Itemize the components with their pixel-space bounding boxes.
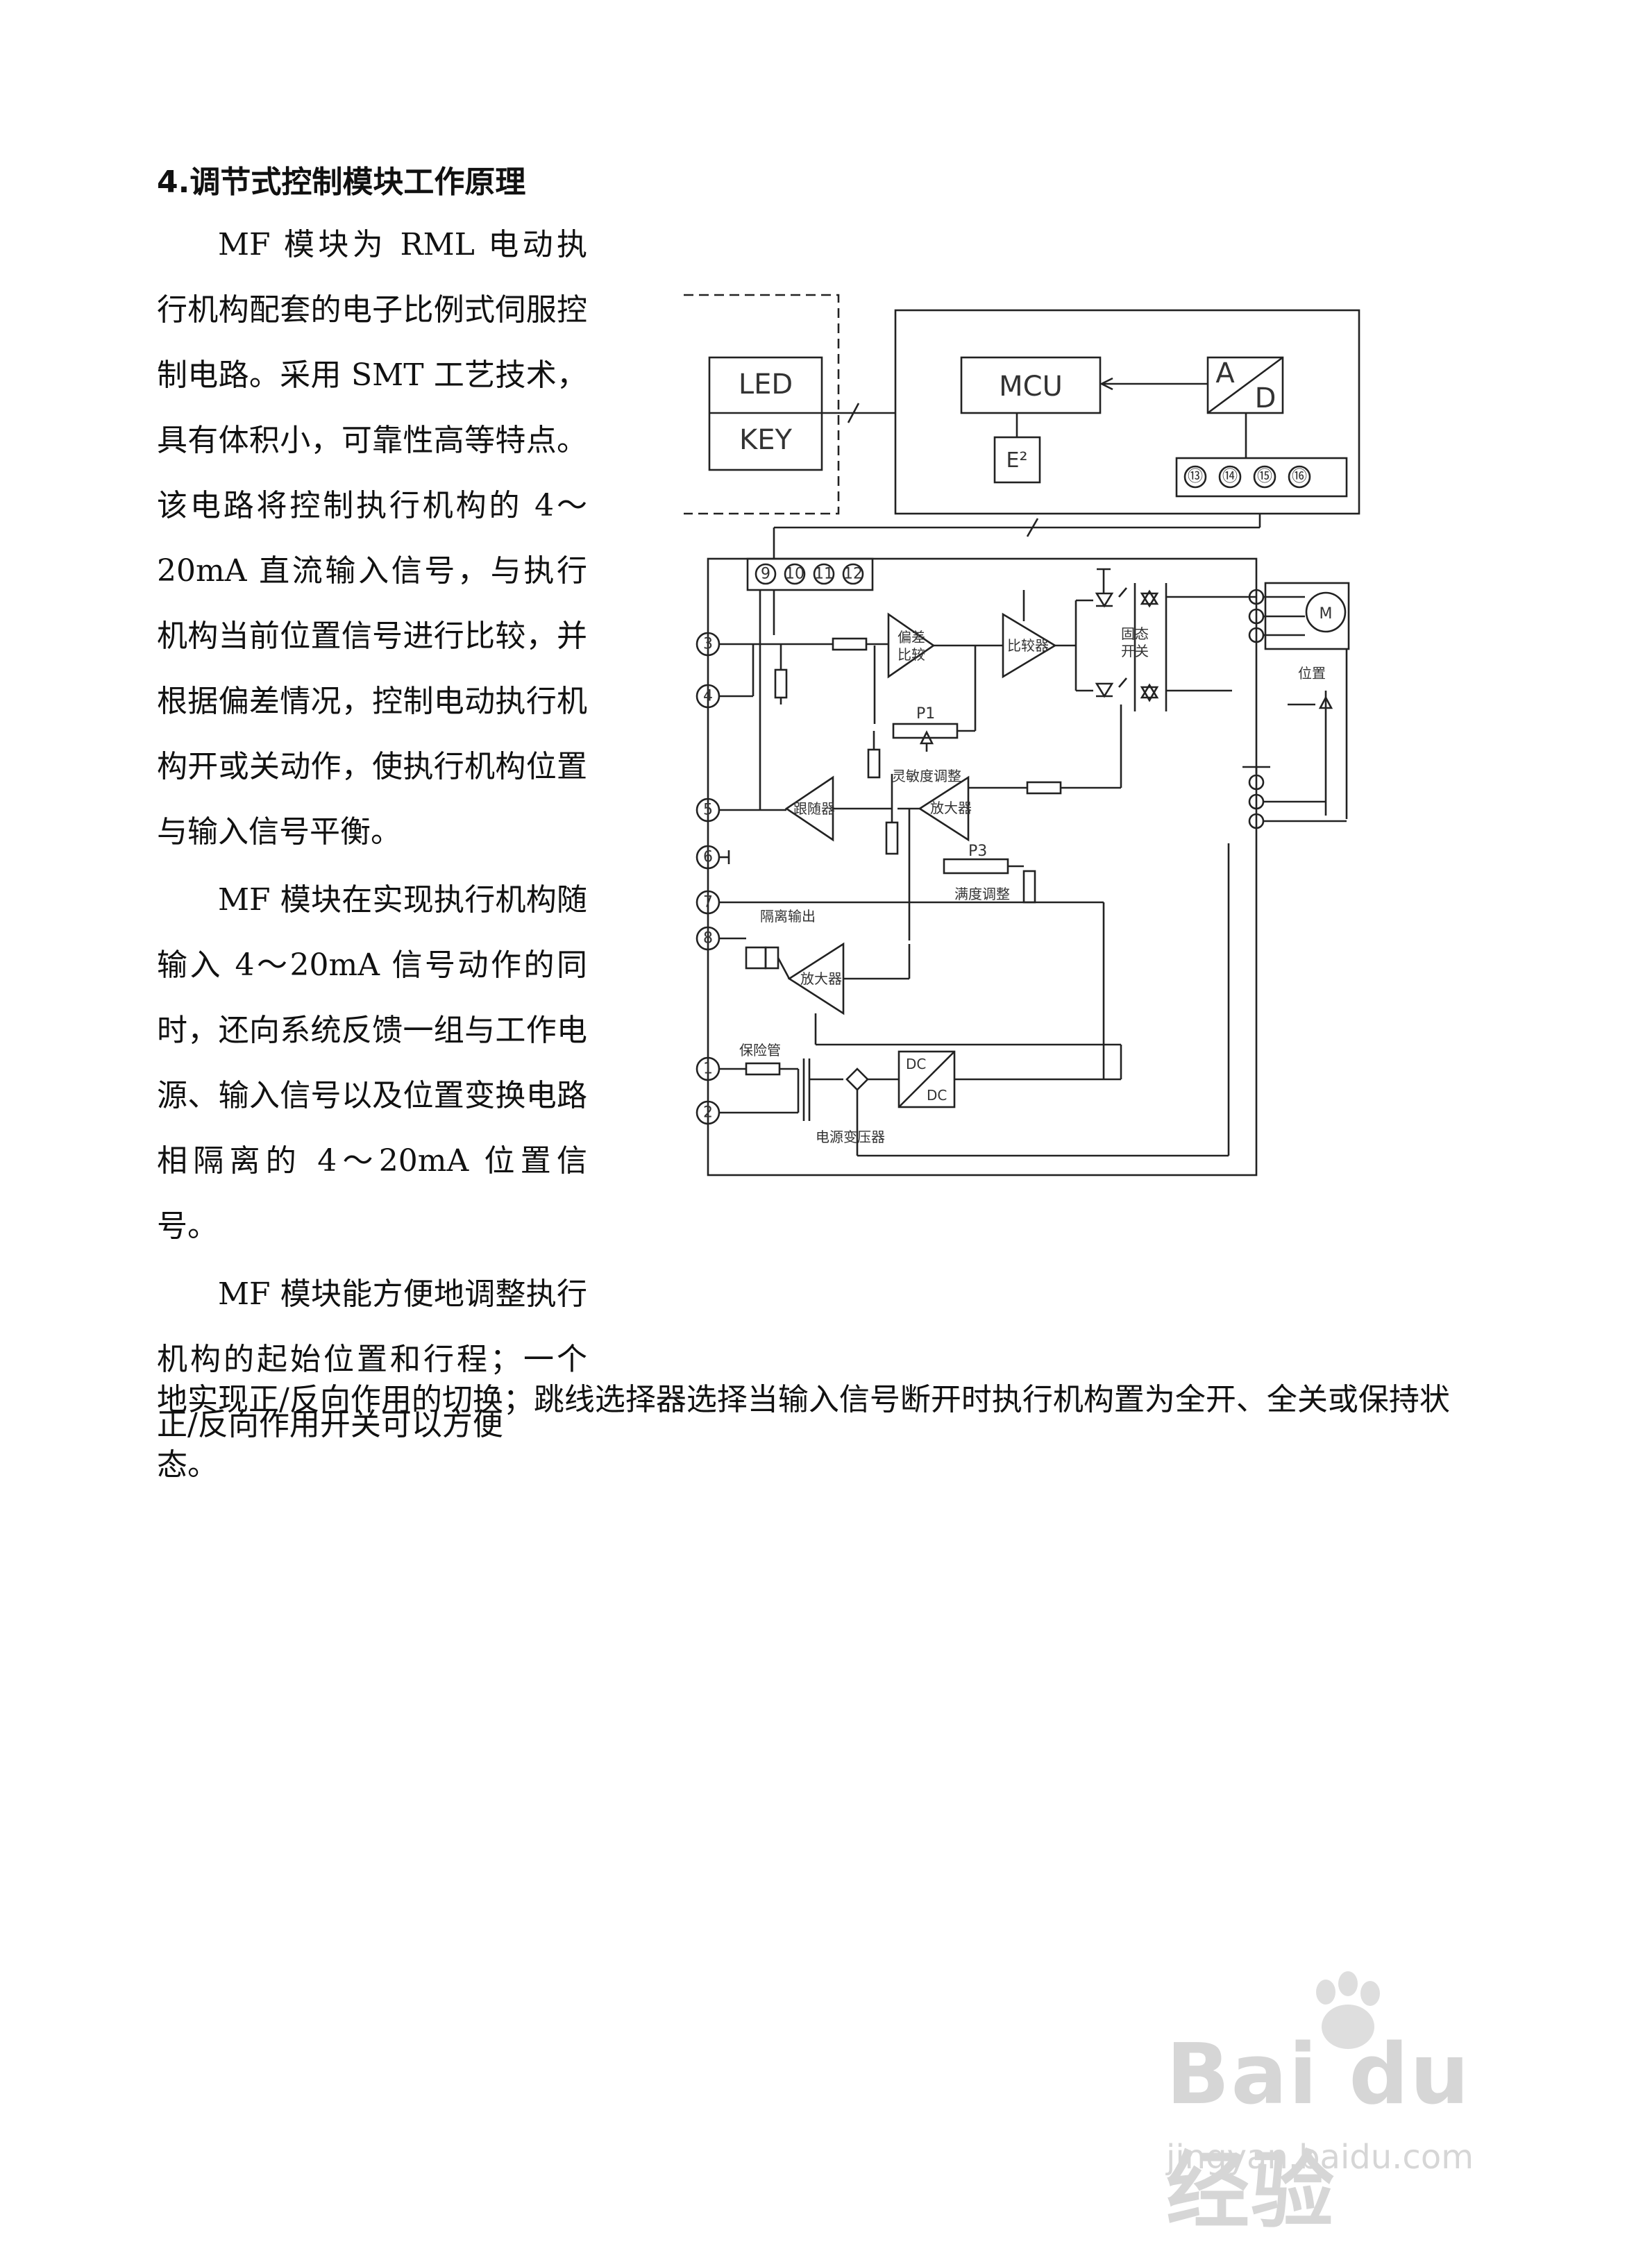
wrapped-text-column: MF 模块为 RML 电动执行机构配套的电子比例式伺服控制电路。采用 SMT 工… [157,212,587,1458]
motor-label: M [1320,605,1333,623]
pin-16: ⑯ [1292,469,1307,486]
fuse-label: 保险管 [739,1042,781,1058]
p1-label: P1 [916,705,935,723]
mcu-board [894,309,1360,515]
paragraph-3-start: MF 模块能方便地调整执行机构的起始位置和行程；一个正/反向作用开关可以方便 [157,1276,587,1442]
paw-logo-icon [1316,1971,1380,2049]
mid-pin-strip [746,557,874,591]
mcu-box [960,356,1102,414]
dc-label-2: DC [927,1087,947,1104]
comparator-label: 比较器 [1007,637,1049,654]
pin-3: 3 [703,636,713,653]
comparator [1002,612,1057,679]
baidu-watermark: Bai du 经验 jingyan.baidu.com [1166,1964,1555,2240]
pin-10: 10 [785,566,804,583]
position-label: 位置 [1298,665,1326,682]
pin-4: 4 [703,688,713,705]
paragraph-3-continued: 地实现正/反向作用的切换；跳线选择器选择当输入信号断开时执行机构置为全开、全关或… [157,1382,1450,1483]
pin-7: 7 [703,894,713,911]
paragraph-1: MF 模块为 RML 电动执行机构配套的电子比例式伺服控制电路。采用 SMT 工… [157,227,587,850]
pin-13: ⑬ [1188,469,1203,486]
full-scale-label: 满度调整 [954,886,1010,902]
circuit-block-diagram: LED KEY MCU A D E² ⑬ ⑭ ⑮ ⑯ 9 10 [677,288,1378,1225]
pin-1: 1 [703,1061,713,1078]
mcu-pin-strip [1175,457,1348,498]
control-board [707,557,1258,1176]
pin-6: 6 [703,849,713,866]
pin-2: 2 [703,1104,713,1122]
pin-15: ⑮ [1257,469,1272,486]
deviation-comparator [887,612,936,679]
follower-label: 跟随器 [793,800,835,817]
amplifier-2-label: 放大器 [800,970,842,987]
pin-14: ⑭ [1222,469,1238,486]
dc-label-1: DC [906,1056,926,1072]
paragraph-2: MF 模块在实现执行机构随输入 4～20mA 信号动作的同时，还向系统反馈一组与… [157,882,587,1244]
watermark-brand: Bai du 经验 [1166,2027,1471,2240]
transformer-label: 电源变压器 [816,1129,885,1145]
compare-label: 比较 [897,646,925,663]
amplifier [918,775,970,842]
p3-label: P3 [968,843,987,860]
sensitivity-label: 灵敏度调整 [892,768,961,784]
deviation-label: 偏差 [897,629,925,646]
amplifier-label: 放大器 [930,800,972,816]
pin-5: 5 [703,802,713,819]
led-label: LED [739,369,793,400]
watermark-url: jingyan.baidu.com [1166,2138,1474,2177]
pin-9: 9 [761,566,770,583]
pin-12: 12 [843,566,863,583]
ad-d-label: D [1255,382,1276,414]
pin-11: 11 [814,566,834,583]
e2-label: E² [1006,448,1028,473]
isolated-output-label: 隔离输出 [760,908,816,925]
section-heading: 4.调节式控制模块工作原理 [157,164,526,200]
motor [1305,591,1347,633]
ad-a-label: A [1215,357,1235,389]
mcu-label: MCU [999,371,1063,403]
key-label: KEY [739,424,793,456]
pin-8: 8 [703,930,713,947]
